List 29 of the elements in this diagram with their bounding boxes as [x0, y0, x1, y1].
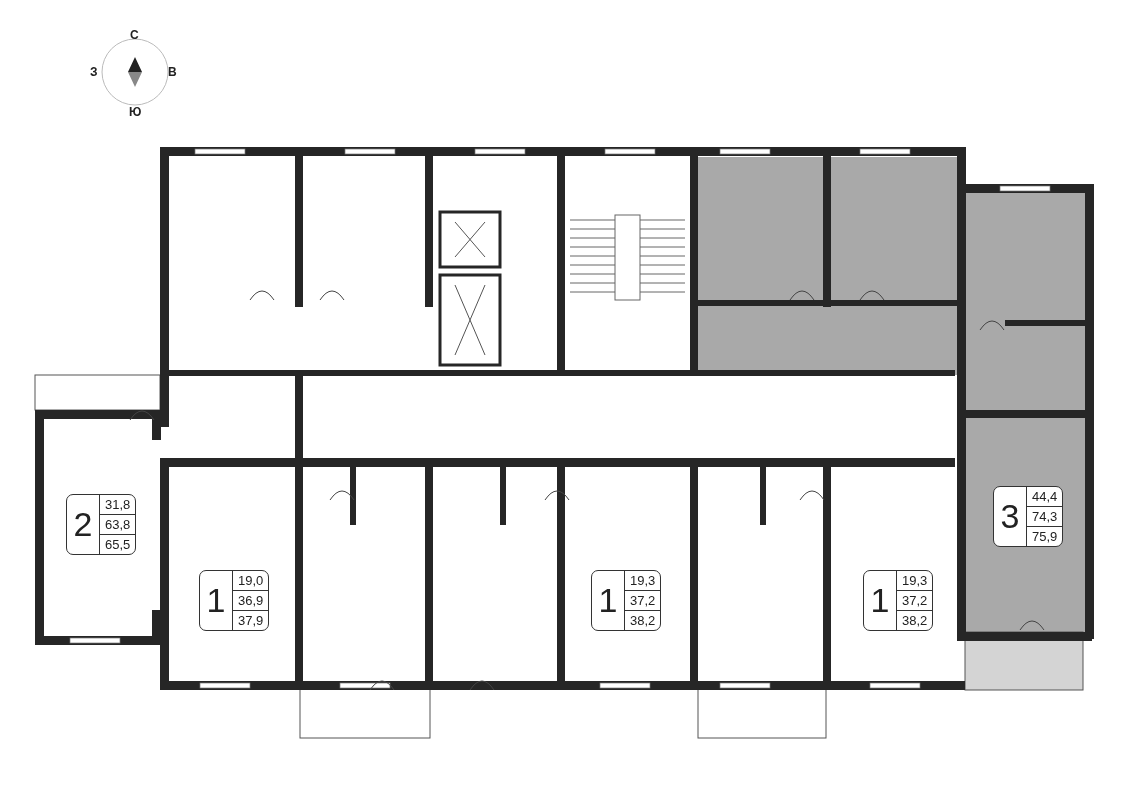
area-value: 37,9: [233, 610, 269, 630]
area-value: 75,9: [1027, 526, 1063, 546]
area-value: 37,2: [897, 590, 933, 610]
apartment-badge: [993, 486, 1064, 547]
room-count: 1: [597, 580, 619, 621]
apartment-badge: [199, 570, 270, 631]
area-value: 65,5: [100, 534, 136, 554]
compass-letter: Ю: [129, 105, 142, 119]
compass-letter: С: [130, 28, 139, 42]
apartment-badge: [591, 570, 662, 631]
area-value: 31,8: [104, 496, 132, 514]
area-value: 19,3: [629, 572, 657, 590]
area-value: 38,2: [625, 610, 661, 630]
compass-letter: В: [168, 65, 177, 79]
room-count: 1: [205, 580, 227, 621]
compass-letter: З: [90, 65, 98, 79]
area-value: 44,4: [1031, 488, 1059, 506]
room-count: 1: [869, 580, 891, 621]
apartment-badge: [863, 570, 934, 631]
area-value: 36,9: [233, 590, 269, 610]
area-value: 63,8: [100, 514, 136, 534]
area-value: 37,2: [625, 590, 661, 610]
area-value: 19,3: [901, 572, 929, 590]
area-value: 19,0: [237, 572, 265, 590]
apartment-badge: [66, 494, 137, 555]
room-count: 3: [999, 496, 1021, 537]
room-count: 2: [72, 504, 94, 545]
area-value: 38,2: [897, 610, 933, 630]
area-value: 74,3: [1027, 506, 1063, 526]
